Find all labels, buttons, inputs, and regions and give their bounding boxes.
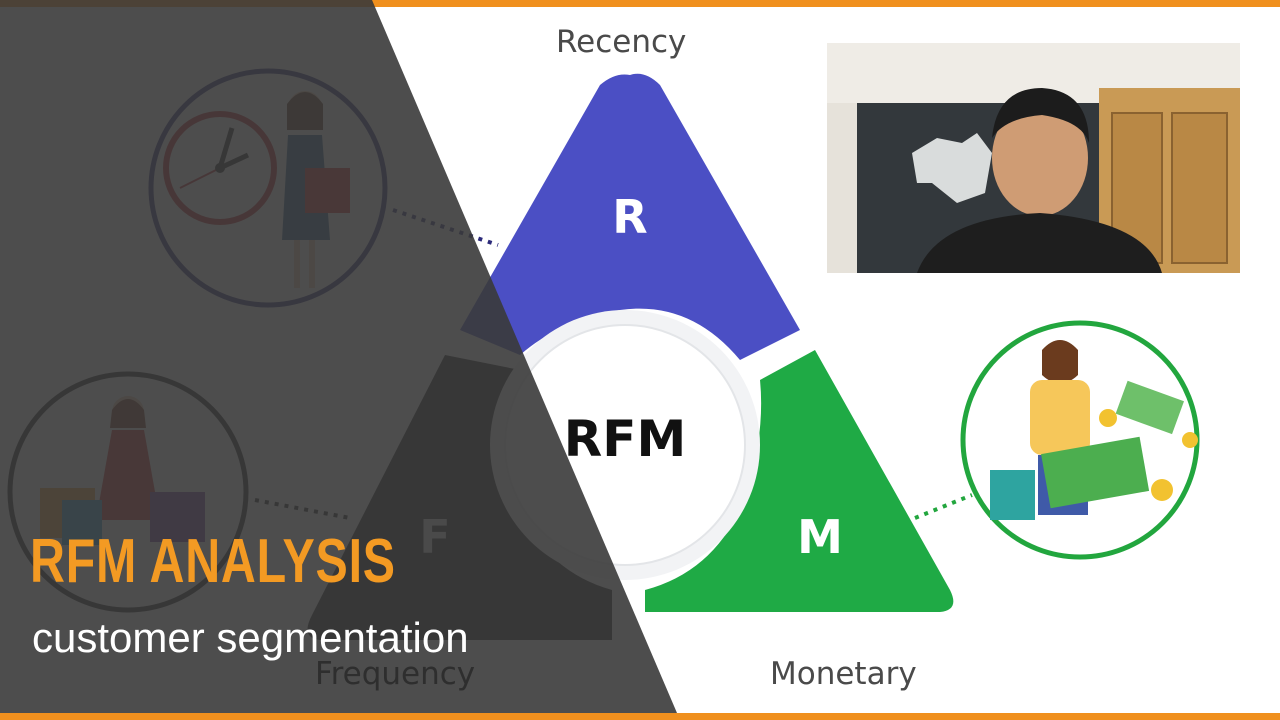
- top-accent-bar: [0, 0, 1280, 7]
- webcam-overlay: [827, 43, 1240, 273]
- overlay-title: RFM ANALYSIS: [30, 527, 396, 596]
- monetary-segment: [645, 350, 954, 612]
- recency-letter: R: [612, 190, 648, 244]
- recency-segment: [460, 73, 800, 360]
- monetary-illustration: [914, 320, 1200, 560]
- frequency-label: Frequency: [315, 656, 476, 692]
- dark-overlay: [0, 0, 680, 720]
- frequency-letter: F: [419, 510, 451, 564]
- bottom-accent-bar: [0, 713, 1280, 720]
- monetary-label: Monetary: [770, 656, 917, 692]
- recency-label: Recency: [556, 24, 687, 60]
- center-title: RFM: [563, 410, 687, 468]
- presenter-video-icon: [827, 43, 1240, 273]
- overlay-subtitle: customer segmentation: [32, 614, 469, 661]
- monetary-letter: M: [797, 510, 843, 564]
